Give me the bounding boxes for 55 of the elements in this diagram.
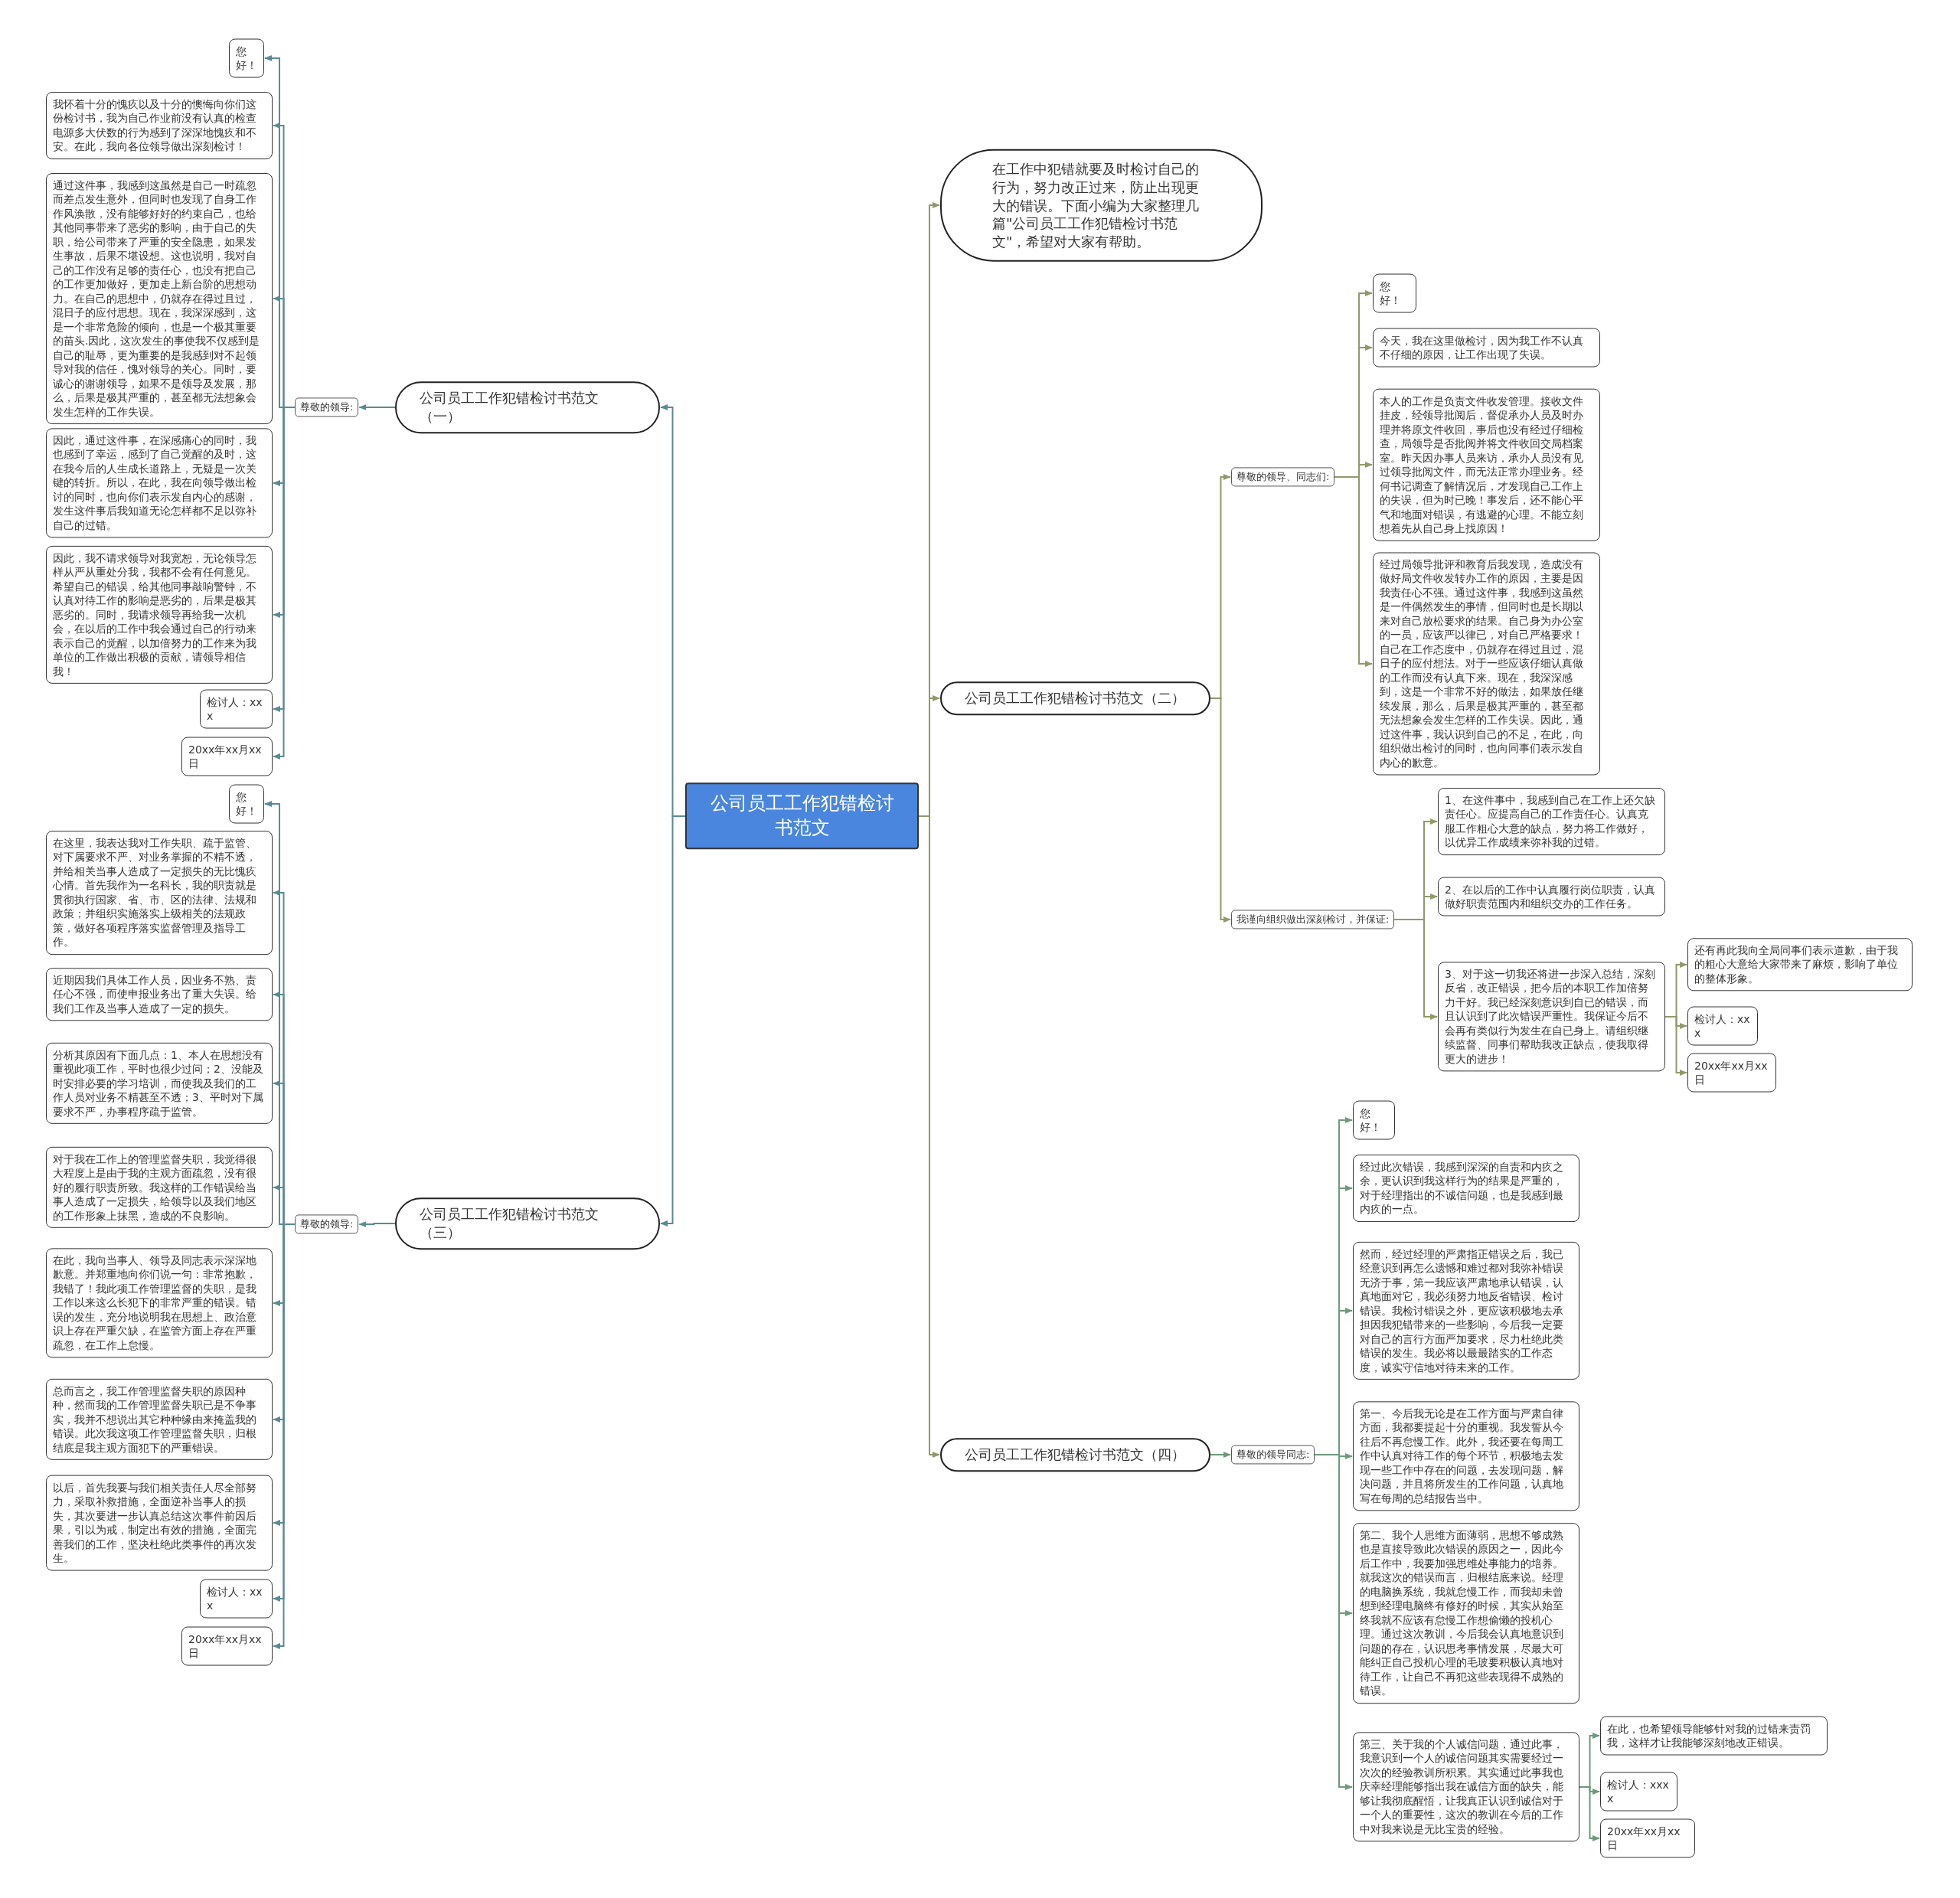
text-box: 在这里，我表达我对工作失职、疏于监管、对下属要求不严、对业务掌握的不精不透，并给相关当事人造成了一定损失的无比愧疚心情。首先我作为一名科长，我的职责就是贯彻执行国家、省、市、区的法律、法规和政策；并组织实施落实上级相关的法规政策，做好各项程序落实监督管理及指导工作。 — [46, 831, 273, 955]
connector-arrow — [358, 1221, 396, 1227]
connector-arrow — [358, 404, 396, 410]
salutation-box: 尊敬的领导、同志们: — [1231, 467, 1335, 487]
text-box: 我怀着十分的愧疚以及十分的懊悔向你们这份检讨书，我为自己作业前没有认真的检查电源多大伏数的行为感到了深深地愧疚和不安。在此，我向各位领导做出深刻检讨！ — [46, 92, 273, 159]
text-box: 总而言之，我工作管理监督失职的原因种种，然而我的工作管理监督失职已是不争事实，我并不想说出其它种种缘由来掩盖我的错误。此次我这项工作管理监督失职，归根结底是我主观方面犯下的严重错误。 — [46, 1378, 273, 1461]
text-box: 然而，经过经理的严肃指正错误之后，我已经意识到再怎么遗憾和难过都对我弥补错误无济于事，第一我应该严肃地承认错误，认真地面对它，我必须努力地反省错误、检讨错误。我检讨错误之外，更应该积极地去承担因我犯错带来的一些影响，今后我一定要对自己的言行方面严加要求，尽力杜绝此类错误的发生。我必将以最最踏实的工作态度，诚实守信地对待未来的工作。 — [1353, 1241, 1579, 1380]
salutation-box: 我谨向组织做出深刻检讨，并保证: — [1231, 910, 1395, 929]
text-box: 您好！ — [229, 38, 264, 78]
text-box: 您好！ — [1373, 273, 1416, 313]
salutation-box: 尊敬的领导: — [295, 397, 359, 417]
topic-bubble: 公司员工工作犯错检讨书范文（一） — [395, 381, 660, 433]
text-box: 第二、我个人思维方面薄弱，思想不够成熟也是直接导致此次错误的原因之一，因此今后工作中，我要加强思维处事能力的培养。就我这次的错误而言，归根结底来说。经理的电脑换系统，我就怠慢工作，而我却未曾想到经理电脑终有修好的时候，其实从始至终我就不应该有怠慢工作想偷懒的投机心理。通过这次教训，今后我会认真地意识到问题的存在，认识思考事情发展，尽最大可能纠正自己投机心理的毛玻要积极认真地对待工作，让自己不再犯这些表现得不成熟的错误。 — [1353, 1523, 1579, 1704]
text-box: 20xx年xx月xx日 — [181, 1626, 273, 1666]
text-box: 3、对于这一切我还将进一步深入总结，深刻反省，改正错误，把今后的本职工作加倍努力干好。我已经深刻意识到自已的错误，而且认识到了此次错误严重性。我保证今后不会再有类似行为发生在自已身上。请组织继续监督、同事们帮助我改正缺点，使我取得更大的进步！ — [1438, 962, 1665, 1072]
text-box: 对于我在工作上的管理监督失职，我觉得很大程度上是由于我的主观方面疏忽，没有很好的履行职责所致。我这样的工作错误给当事人造成了一定损失，给领导以及我们地区的工作形象上抹黑，造成的不良影响。 — [46, 1146, 273, 1229]
connector-arrow — [1210, 1452, 1231, 1458]
text-box: 1、在这件事中，我感到自己在工作上还欠缺责任心。应提高自己的工作责任心。认真克服工作粗心大意的缺点，努力将工作做好，以优异工作成绩来弥补我的过错。 — [1438, 788, 1665, 855]
text-box: 2、在以后的工作中认真履行岗位职责，认真做好职责范围内和组织交办的工作任务。 — [1438, 877, 1665, 916]
text-box: 还有再此我向全局同事们表示道歉，由于我的粗心大意给大家带来了麻烦，影响了单位的整体形象。 — [1687, 938, 1913, 991]
intro-bubble: 在工作中犯错就要及时检讨自己的行为，努力改正过来，防止出现更大的错误。下面小编为大家整理几篇"公司员工工作犯错检讨书范文"，希望对大家有帮助。 — [940, 149, 1263, 262]
text-box: 因此，我不请求领导对我宽恕，无论领导怎样从严从重处分我，我都不会有任何意见。希望自己的错误，给其他同事敲响警钟，不认真对待工作的影响是恶劣的，后果是极其恶劣的。同时，我请求领导再给我一次机会，在以后的工作中我会通过自己的行动来表示自己的觉醒，以加倍努力的工作来为我单位的工作做出积极的贡献，请领导相信我！ — [46, 545, 273, 684]
text-box: 近期因我们具体工作人员，因业务不熟、责任心不强，而使申报业务出了重大失误。给我们工作及当事人造成了一定的损失。 — [46, 968, 273, 1021]
text-box: 20xx年xx月xx日 — [1687, 1053, 1776, 1093]
text-box: 今天，我在这里做检讨，因为我工作不认真不仔细的原因，让工作出现了失误。 — [1373, 328, 1600, 368]
salutation-box: 尊敬的领导同志: — [1231, 1445, 1315, 1465]
connector-arrow — [1393, 919, 1438, 1020]
topic-bubble: 公司员工工作犯错检讨书范文（二） — [940, 681, 1210, 715]
text-box: 在此，也希望领导能够针对我的过错来责罚我，这样才让我能够深刻地改正错误。 — [1600, 1716, 1828, 1756]
connector-arrow — [1210, 697, 1231, 923]
text-box: 20xx年xx月xx日 — [1600, 1818, 1695, 1858]
text-box: 在此，我向当事人、领导及同志表示深深地歉意。并郑重地向你们说一句：非常抱歉，我错了！我此项工作管理监督的失职，是我工作以来这么长犯下的非常严重的错误。错误的发生，充分地说明我在思想上、政治意识上存在严重欠缺，在监管方面上存在严重疏忽，在工作上怠慢。 — [46, 1248, 273, 1358]
text-box: 通过这件事，我感到这虽然是自己一时疏忽而差点发生意外，但同时也发现了自身工作作风涣散，没有能够好好的约束自己，也给其他同事带来了恶劣的影响，由于自己的失职，给公司带来了严重的安全隐患，如果发生事故，后果不堪设想。这也说明，我对自己的工作没有足够的责任心，也没有把自己的工作更加做好，更加走上新台阶的思想动力。在自己的思想中，仍就存在得过且过，混日子的应付思想。现在，我深深感到，这是一个非常危险的倾向，也是一个极其重要的苗头.因此，这次发生的事使我不仅感到是自己的耻辱，更为重要的是我感到对不起领导对我的信任，愧对领导的关心。同时，要诚心的谢谢领导，如果不是领导及发展，那么，后果是极其严重的，甚至都无法想象会发生怎样的工作失误。 — [46, 173, 273, 424]
connector-arrow — [1664, 1016, 1687, 1076]
text-box: 第一、今后我无论是在工作方面与严肃自律方面，我都要提起十分的重视。我发誓从今往后不再怠慢工作。此外，我还要在每周工作中认真对待工作的每个环节，积极地去发现一些工作中存在的问题，去发现问题，解决问题，并且将所发生的工作问题，认真地写在每周的总结报告当中。 — [1353, 1401, 1579, 1511]
text-box: 经过局领导批评和教育后我发现，造成没有做好局文件收发转办工作的原因，主要是因我责任心不强。通过这件事，我感到这虽然是一件偶然发生的事情，但同时也是长期以来对自己放松要求的结果。自己身为办公室的一员，应该严以律已，对自己严格要求！自己在工作态度中，仍就存在得过且过，混日子的应付想法。对于一些应该仔细认真做的工作而没有认真下来。现在，我深深感到，这是一个非常不好的做法，如果放任继续发展，那么，后果是极其严重的，甚至都无法想象会发生怎样的工作失误。因此，通过这件事，我认识到自己的不足，在此，向组织做出检讨的同时，也向同事们表示发自内心的歉意。 — [1373, 552, 1600, 776]
text-box: 您好！ — [229, 784, 264, 824]
topic-bubble: 公司员工工作犯错检讨书范文（三） — [395, 1197, 660, 1250]
text-box: 20xx年xx月xx日 — [181, 737, 273, 776]
text-box: 分析其原因有下面几点：1、本人在思想没有重视此项工作，平时也很少过问；2、没能及时安排必要的学习培训，而使我及我们的工作人员对业务不精甚至不透；3、平时对下属要求不严，办事程序疏于监管。 — [46, 1042, 273, 1125]
text-box: 检讨人：xxxx — [1600, 1772, 1677, 1811]
text-box: 检讨人：xxx — [200, 689, 273, 729]
text-box: 经过此次错误，我感到深深的自责和内疚之余，更认识到我这样行为的结果是严重的，对于经理指出的不诚信问题，也是我感到最内疚的一点。 — [1353, 1155, 1579, 1222]
text-box: 检讨人：xxx — [1687, 1006, 1758, 1046]
text-box: 以后，首先我要与我们相关责任人尽全部努力，采取补救措施，全面逆补当事人的损失，其次要进一步认真总结这次事件前因后果，引以为戒，制定出有效的措施，全面完善我们的工作，坚决杜绝此类事件的再次发生。 — [46, 1475, 273, 1571]
text-box: 因此，通过这件事，在深感痛心的同时，我也感到了幸运，感到了自己觉醒的及时，这在我今后的人生成长道路上，无疑是一次关键的转折。所以，在此，我在向领导做出检讨的同时，也向你们表示发自内心的感谢，发生这件事后我知道无论怎样都不足以弥补自己的过错。 — [46, 428, 273, 538]
topic-bubble: 公司员工工作犯错检讨书范文（四） — [940, 1438, 1210, 1472]
text-box: 您好！ — [1353, 1100, 1395, 1140]
salutation-box: 尊敬的领导: — [295, 1214, 359, 1234]
text-box: 检讨人：xxx — [200, 1579, 273, 1619]
connector-arrow — [1579, 1786, 1600, 1841]
central-topic-box: 公司员工工作犯错检讨书范文 — [685, 782, 919, 850]
connector-arrow — [1334, 476, 1373, 667]
text-box: 本人的工作是负责文件收发管理。接收文件挂皮，经领导批阅后，督促承办人员及时办理并将原文件收回，事后也没有经过仔细检查，局领导是否批阅并将文件收回交局档案室。昨天因办事人员来访，承办人员没有见过领导批阅文件，而无法正常办理业务。经何书记调查了解情况后，才发现自己工作上的失误，但为时已晚！事发后，还不能心平气和地面对错误，有逃避的心理。不能立刻想着先从自己身上找原因！ — [1373, 388, 1600, 541]
text-box: 第三、关于我的个人诚信问题，通过此事，我意识到一个人的诚信问题其实需要经过一次次的经验教训所积累。其实通过此事我也庆幸经理能够指出我在诚信方面的缺失，能够让我彻底醒悟，让我真正认识到诚信对于一个人的重要性，这次的教训在今后的工作中对我来说是无比宝贵的经验。 — [1353, 1732, 1579, 1842]
